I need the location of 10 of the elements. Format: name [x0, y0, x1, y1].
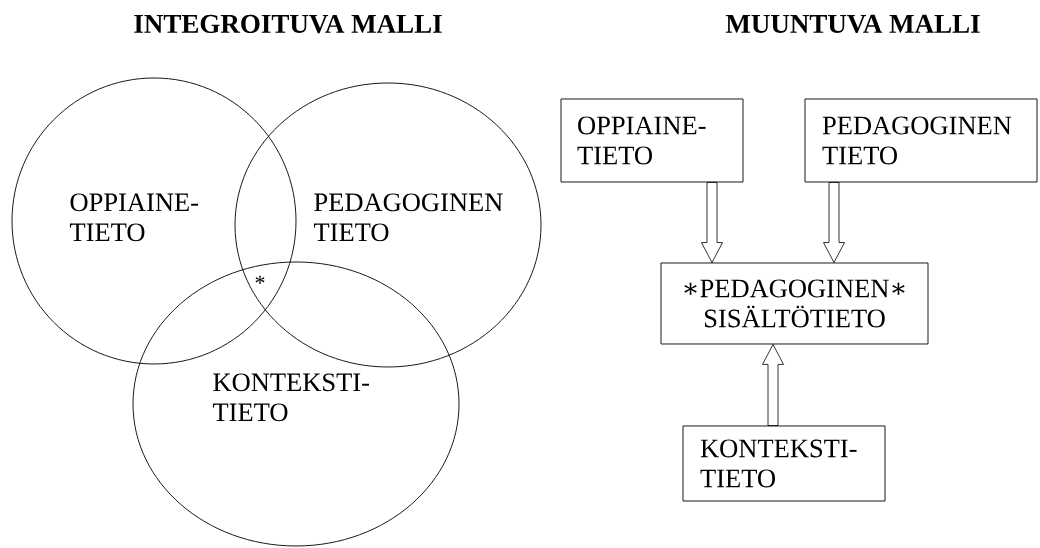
- heading: MUUNTUVA MALLI: [725, 14, 980, 34]
- text-box: OPPIAINE- TIETO: [560, 98, 744, 183]
- hollow-arrow: [823, 182, 845, 263]
- text-box: PEDAGOGINEN TIETO: [804, 98, 1038, 183]
- asterisk: *: [255, 275, 265, 284]
- text-box: KONTEKSTI- TIETO: [682, 425, 886, 502]
- heading: INTEGROITUVA MALLI: [134, 14, 442, 34]
- text-box: ∗PEDAGOGINEN∗ SISÄLTÖTIETO: [660, 262, 929, 345]
- hollow-arrow: [762, 344, 784, 426]
- hollow-arrow: [701, 182, 723, 263]
